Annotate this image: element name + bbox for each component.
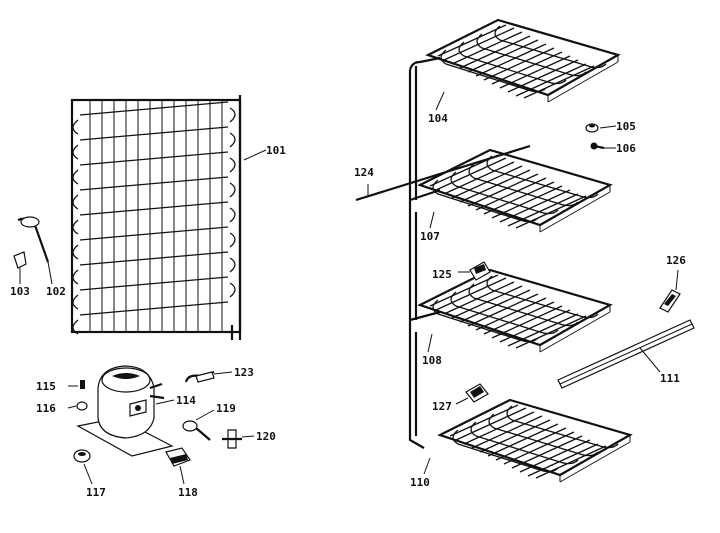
- callout-111: 111: [660, 372, 680, 385]
- callout-104: 104: [428, 112, 448, 125]
- part-106-screw: [590, 142, 605, 150]
- part-124-capillary-tube: [355, 144, 531, 202]
- evaporator-shelf-108: [418, 268, 612, 354]
- part-120-terminal: [222, 429, 242, 449]
- part-123-clip: [184, 370, 215, 383]
- callout-124: 124: [354, 166, 374, 179]
- part-126-clamp: [659, 289, 681, 313]
- part-115-bolt: [80, 380, 85, 389]
- callout-118: 118: [178, 486, 198, 499]
- callout-116: 116: [36, 402, 56, 415]
- callout-123: 123: [234, 366, 254, 379]
- callout-117: 117: [86, 486, 106, 499]
- evaporator-shelf-107: [418, 148, 612, 234]
- callout-114: 114: [176, 394, 196, 407]
- callout-101: 101: [266, 144, 286, 157]
- part-118-relay: [165, 447, 191, 467]
- evaporator-shelf-104: [426, 18, 620, 104]
- callout-125: 125: [432, 268, 452, 281]
- callout-107: 107: [420, 230, 440, 243]
- condenser-coil: [70, 95, 242, 340]
- callout-105: 105: [616, 120, 636, 133]
- callout-120: 120: [256, 430, 276, 443]
- part-103-clip: [13, 251, 27, 269]
- callout-108: 108: [422, 354, 442, 367]
- callout-127: 127: [432, 400, 452, 413]
- part-111-trim-strip: [557, 319, 695, 389]
- compressor: [76, 365, 174, 457]
- part-119-overload: [182, 420, 211, 441]
- part-117-grommet: [73, 449, 91, 463]
- callout-110: 110: [410, 476, 430, 489]
- evaporator-shelf-110: [438, 398, 632, 484]
- callout-102: 102: [46, 285, 66, 298]
- callout-126: 126: [666, 254, 686, 267]
- part-116-washer: [76, 401, 88, 411]
- part-105-cap: [585, 123, 599, 133]
- callout-119: 119: [216, 402, 236, 415]
- part-125-bracket: [469, 261, 491, 281]
- callout-103: 103: [10, 285, 30, 298]
- callout-115: 115: [36, 380, 56, 393]
- part-102-drier: [17, 216, 50, 263]
- callout-106: 106: [616, 142, 636, 155]
- part-127-bracket: [465, 383, 489, 403]
